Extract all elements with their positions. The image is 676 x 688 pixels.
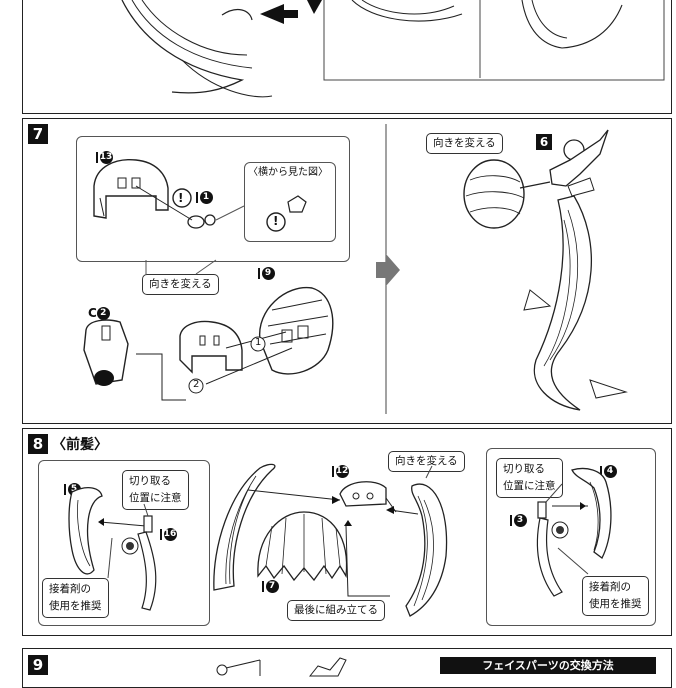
step8-center-drawing (213, 463, 448, 617)
rotate-label-step7-right: 向きを変える (426, 133, 503, 154)
glue-note-left: 接着剤の 使用を推奨 (42, 578, 109, 618)
cut-note-left: 切り取る 位置に注意 (122, 470, 189, 510)
part-label-7: 7 (262, 579, 279, 593)
caution-mark-2: ! (273, 214, 279, 228)
step7-number: 7 (28, 124, 48, 144)
step6-illustration (121, 0, 665, 98)
rotate-label-step7: 向きを変える (142, 274, 219, 295)
part-label-3: 3 (510, 513, 527, 527)
caution-mark-1: ! (178, 191, 184, 205)
face-parts-exchange-header: フェイスパーツの交換方法 (440, 657, 656, 674)
step8-number: 8 (28, 434, 48, 454)
step8-title: 〈前髪〉 (52, 437, 108, 453)
part-label-1: 1 (196, 190, 213, 204)
side-view-label: 〈横から見た図〉 (246, 165, 330, 180)
step7-assembly-drawing (83, 259, 334, 401)
rotate-label-step8: 向きを変える (388, 451, 465, 472)
guide-circle-2: 2 (193, 379, 200, 390)
guide-circle-1: 1 (255, 337, 262, 348)
glue-note-right: 接着剤の 使用を推奨 (582, 576, 649, 616)
twin-tail-assembly-drawing (463, 129, 628, 411)
part-label-13: 13 (96, 150, 113, 164)
part-label-4: 4 (600, 464, 617, 478)
part-label-16: 16 (160, 527, 177, 541)
step9-number: 9 (28, 655, 48, 675)
step7-parts-drawing (93, 159, 307, 232)
part-label-9: 9 (258, 266, 275, 280)
step8-right-drawing (536, 467, 612, 597)
step8-left-drawing (68, 486, 157, 611)
cut-note-right: 切り取る 位置に注意 (496, 458, 563, 498)
part-label-6: 6 (536, 134, 552, 150)
step7-divider (376, 124, 400, 414)
final-assembly-label: 最後に組み立てる (287, 600, 385, 621)
part-label-12: 12 (332, 464, 349, 478)
step9-illustration (216, 657, 347, 677)
step6-panel (22, 0, 672, 114)
